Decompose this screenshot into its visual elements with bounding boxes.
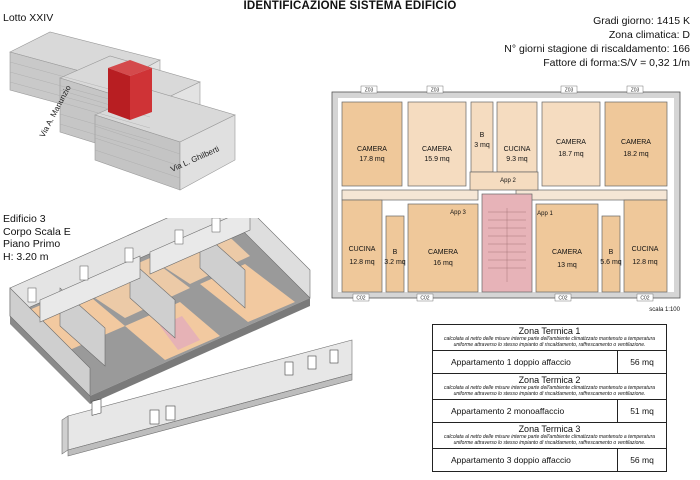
climate-info: Gradi giorno: 1415 K Zona climatica: D N… (504, 14, 690, 70)
zone-apartment: Appartamento 1 doppio affaccio (433, 351, 618, 373)
site-axonometric: Via A. Manunzio Via L. Ghilberti (9, 31, 236, 191)
zone-3: Zona Termica 3 calcolata al netto delle … (433, 423, 666, 471)
window-tag: Z03 (365, 88, 374, 94)
zone-description: calcolata al netto delle misure interne … (443, 336, 656, 348)
piano-label: Piano Primo (3, 238, 61, 250)
room-area: 13 mq (557, 262, 577, 269)
altezza-label: H: 3.20 m (3, 250, 49, 263)
zona-climatica: Zona climatica: D (608, 29, 690, 41)
room-name: B (609, 249, 614, 256)
edificio-label: Edificio 3 (3, 213, 46, 225)
room-area: 5.6 mq (600, 259, 622, 266)
room-labels: CAMERA 17.8 mq CAMERA 15.9 mq B 3 mq CUCINA… (349, 132, 659, 269)
zone-title: Zona Termica 3 (518, 424, 581, 434)
zone-title: Zona Termica 2 (518, 375, 581, 385)
window-tag: Z03 (631, 88, 640, 94)
room-area: 9.3 mq (506, 156, 528, 163)
corpo-label: Corpo Scala E (3, 225, 71, 238)
room-name: CAMERA (357, 146, 387, 153)
giorni-riscaldamento: N° giorni stagione di riscaldamento: 166 (504, 43, 690, 55)
room-area: 12.8 mq (632, 259, 657, 266)
lotto-label: Lotto XXIV (3, 12, 54, 24)
room-area: 12.8 mq (349, 259, 374, 266)
window-tag: Z03 (431, 88, 440, 94)
room-name: CAMERA (552, 249, 582, 256)
room-name: B (480, 132, 485, 139)
room-area: 3 mq (474, 142, 490, 149)
zone-2: Zona Termica 2 calcolata al netto delle … (433, 374, 666, 423)
page-title: IDENTIFICAZIONE SISTEMA EDIFICIO (243, 0, 457, 12)
room-area: 3.2 mq (384, 259, 406, 266)
room-name: CAMERA (621, 139, 651, 146)
building-labels: Edificio 3 Corpo Scala E Piano Primo H: … (3, 213, 71, 263)
zone-description: calcolata al netto delle misure interne … (443, 385, 656, 397)
zone-title: Zona Termica 1 (518, 326, 581, 336)
room-name: CAMERA (556, 139, 586, 146)
zone-description: calcolata al netto delle misure interne … (443, 434, 656, 446)
room-name: CUCINA (632, 246, 659, 253)
room-area: 15.9 mq (424, 156, 449, 163)
room-name: CAMERA (422, 146, 452, 153)
gradi-giorno: Gradi giorno: 1415 K (593, 15, 690, 27)
window-tag: Z03 (565, 88, 574, 94)
zone-apartment: Appartamento 2 monoaffaccio (433, 400, 618, 422)
room-area: 18.2 mq (623, 151, 648, 158)
zone-apartment: Appartamento 3 doppio affaccio (433, 449, 618, 471)
room-name: B (393, 249, 398, 256)
room-name: CUCINA (504, 146, 531, 153)
room-area: 17.8 mq (359, 156, 384, 163)
zone-area: 56 mq (630, 357, 654, 367)
app-label: App 3 (450, 210, 466, 216)
app-label: App 1 (537, 211, 553, 217)
window-tag: C02 (640, 296, 649, 302)
floor-axonometric (9, 218, 353, 457)
highlighted-unit (108, 60, 152, 120)
floor-plan: Z03 Z03 Z03 Z03 C02 C02 C02 C02 CAMERA 17… (331, 85, 681, 313)
window-tag: C02 (558, 296, 567, 302)
window-tag: C02 (356, 296, 365, 302)
room-area: 16 mq (433, 260, 453, 267)
room-name: CAMERA (428, 249, 458, 256)
zone-area: 56 mq (630, 455, 654, 465)
room-name: CUCINA (349, 246, 376, 253)
app-label: App 2 (500, 178, 516, 184)
zone-1: Zona Termica 1 calcolata al netto delle … (433, 325, 666, 374)
window-tag: C02 (420, 296, 429, 302)
fattore-forma: Fattore di forma:S/V = 0,32 1/m (543, 57, 690, 69)
room-area: 18.7 mq (558, 151, 583, 158)
zone-area: 51 mq (630, 406, 654, 416)
plan-scale: scala 1:100 (649, 307, 680, 313)
zone-table: Zona Termica 1 calcolata al netto delle … (432, 324, 667, 472)
